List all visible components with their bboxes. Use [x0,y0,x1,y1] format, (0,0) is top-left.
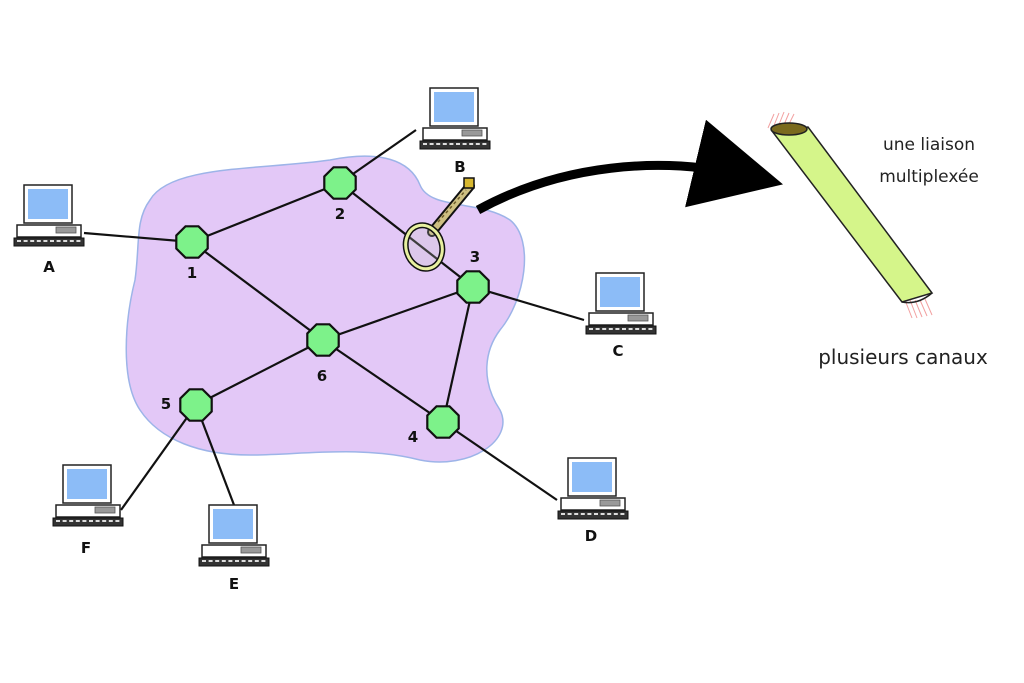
host-A [13,184,85,247]
routers-layer: 1 2 3 4 5 6 [161,166,490,446]
router-label-1: 1 [187,264,197,282]
host-D [557,457,629,520]
host-link-D [442,421,558,501]
keyboard-icon [198,557,270,567]
router-label-3: 3 [470,248,480,266]
keyboard-icon [585,325,657,335]
host-C [585,272,657,335]
keyboard-icon [419,140,491,150]
hosts-layer: A B C D E F [13,87,657,593]
multiplexed-cable-icon [767,111,934,319]
host-label-B: B [454,158,465,176]
router-label-6: 6 [317,367,327,385]
host-label-C: C [612,342,623,360]
link-6-3 [322,285,474,342]
link-6-5 [195,339,324,406]
zoom-arrow [475,119,784,214]
host-link-C [472,285,585,322]
host-E [198,504,270,567]
router-3 [456,270,490,304]
router-1 [175,225,209,259]
links-layer [83,129,585,511]
host-label-D: D [585,527,597,545]
router-4 [426,405,460,439]
host-label-E: E [229,575,239,593]
host-F [52,464,124,527]
keyboard-icon [557,510,629,520]
annotation-title-line2: multiplexée [879,167,979,187]
link-1-6 [191,241,324,341]
keyboard-icon [13,237,85,247]
keyboard-icon [52,517,124,527]
host-link-A [83,231,193,244]
router-6 [306,323,340,357]
link-3-4 [441,286,475,423]
router-label-5: 5 [161,395,171,413]
annotation-title-line1: une liaison [883,135,975,155]
link-1-2 [191,181,341,244]
host-B [419,87,491,150]
host-label-F: F [81,539,91,557]
magnifier-icon [402,177,475,272]
host-label-A: A [43,258,55,276]
router-2 [323,166,357,200]
router-5 [179,388,213,422]
link-6-4 [322,339,444,423]
router-label-4: 4 [408,428,418,446]
router-label-2: 2 [335,205,345,223]
host-link-F [120,404,197,511]
network-cloud [125,155,526,463]
annotation-caption: plusieurs canaux [818,345,988,369]
